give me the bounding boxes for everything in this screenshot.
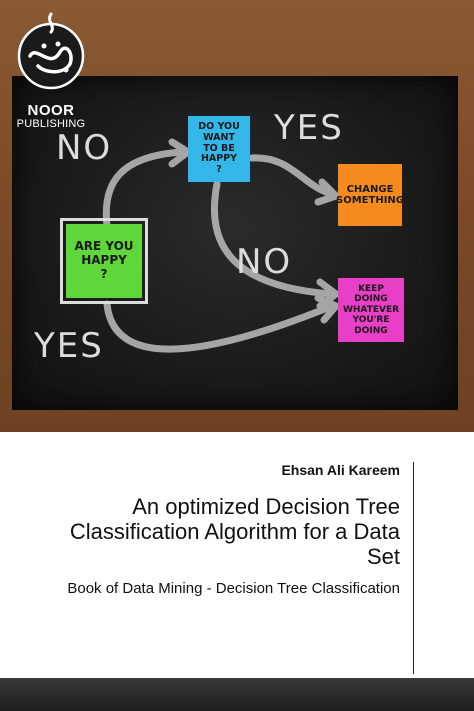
publisher-sub: PUBLISHING	[16, 118, 86, 130]
no-label-top: NO	[56, 128, 113, 168]
note-change-something-text: CHANGE SOMETHING	[336, 183, 404, 207]
note-change-something: CHANGE SOMETHING	[336, 164, 404, 226]
publisher-logo: NOOR PUBLISHING	[10, 8, 92, 130]
yes-label-bottom: YES	[34, 326, 104, 366]
note-do-you-want-text: DO YOU WANT TO BE HAPPY ?	[198, 120, 240, 176]
no-label-middle: NO	[236, 242, 293, 282]
note-are-you-happy: ARE YOU HAPPY ?	[60, 218, 148, 304]
chalkboard: NO YES NO YES ARE YOU HAPPY ? DO YOU WAN…	[12, 76, 458, 410]
vertical-divider	[413, 462, 414, 674]
author-name: Ehsan Ali Kareem	[281, 462, 400, 478]
logo-emblem-icon	[17, 12, 85, 90]
bottom-bar	[0, 678, 474, 711]
publisher-name: NOOR	[27, 102, 75, 119]
note-do-you-want: DO YOU WANT TO BE HAPPY ?	[188, 116, 250, 182]
yes-label-top: YES	[274, 108, 344, 148]
cover-image: NO YES NO YES ARE YOU HAPPY ? DO YOU WAN…	[0, 0, 474, 432]
book-subtitle: Book of Data Mining - Decision Tree Clas…	[67, 580, 400, 597]
book-title: An optimized Decision Tree Classificatio…	[69, 494, 400, 569]
note-are-you-happy-text: ARE YOU HAPPY ?	[74, 239, 134, 281]
note-keep-doing-text: KEEP DOING WHATEVER YOU'RE DOING	[342, 284, 400, 336]
note-keep-doing: KEEP DOING WHATEVER YOU'RE DOING	[338, 278, 404, 342]
